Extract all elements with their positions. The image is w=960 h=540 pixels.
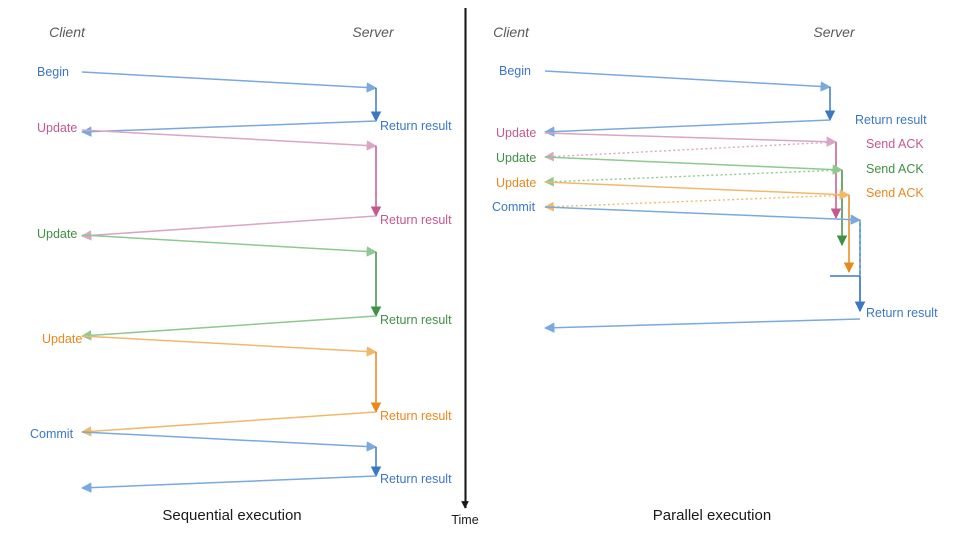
response-label: Return result xyxy=(380,409,452,423)
response-label: Return result xyxy=(855,113,927,127)
response-arrow xyxy=(543,318,861,333)
response-arrow xyxy=(80,120,377,137)
request-label: Update xyxy=(496,151,536,165)
request-label: Commit xyxy=(30,427,74,441)
time-axis-label: Time xyxy=(451,513,478,527)
response-label: Return result xyxy=(380,213,452,227)
request-arrow xyxy=(81,234,378,257)
client-role-label: Client xyxy=(493,24,530,40)
captions-layer: Sequential execution Parallel execution xyxy=(162,507,771,524)
request-label: Update xyxy=(496,176,536,190)
request-label: Update xyxy=(42,332,82,346)
panel-caption: Parallel execution xyxy=(653,507,771,524)
response-label: Return result xyxy=(380,119,452,133)
ack-arrow xyxy=(544,169,843,187)
panel-caption: Sequential execution xyxy=(162,507,301,524)
request-label: Begin xyxy=(499,64,531,78)
time-axis-layer: Time xyxy=(451,8,479,527)
request-arrow xyxy=(544,156,844,175)
response-arrow xyxy=(80,315,377,341)
response-arrow xyxy=(80,215,377,241)
request-label: Commit xyxy=(492,200,536,214)
request-label: Update xyxy=(496,126,536,140)
response-label: Return result xyxy=(866,306,938,320)
ack-arrow xyxy=(544,194,850,212)
request-arrow xyxy=(544,70,832,92)
request-arrow xyxy=(81,71,378,93)
response-label: Send ACK xyxy=(866,137,924,151)
server-role-label: Server xyxy=(813,24,856,40)
request-arrow xyxy=(81,129,378,151)
ack-arrow xyxy=(544,141,837,162)
client-role-label: Client xyxy=(49,24,86,40)
request-arrow xyxy=(544,132,838,147)
response-label: Return result xyxy=(380,472,452,486)
response-label: Send ACK xyxy=(866,162,924,176)
server-role-label: Server xyxy=(352,24,395,40)
response-arrow xyxy=(80,411,377,437)
request-arrow xyxy=(81,431,378,452)
response-label: Send ACK xyxy=(866,186,924,200)
request-arrow xyxy=(81,335,378,357)
response-arrow xyxy=(80,475,377,493)
response-label: Return result xyxy=(380,313,452,327)
request-arrow xyxy=(544,206,862,225)
request-label: Update xyxy=(37,227,77,241)
response-arrow xyxy=(543,119,831,137)
request-label: Begin xyxy=(37,65,69,79)
request-label: Update xyxy=(37,121,77,135)
request-arrow xyxy=(544,181,851,200)
